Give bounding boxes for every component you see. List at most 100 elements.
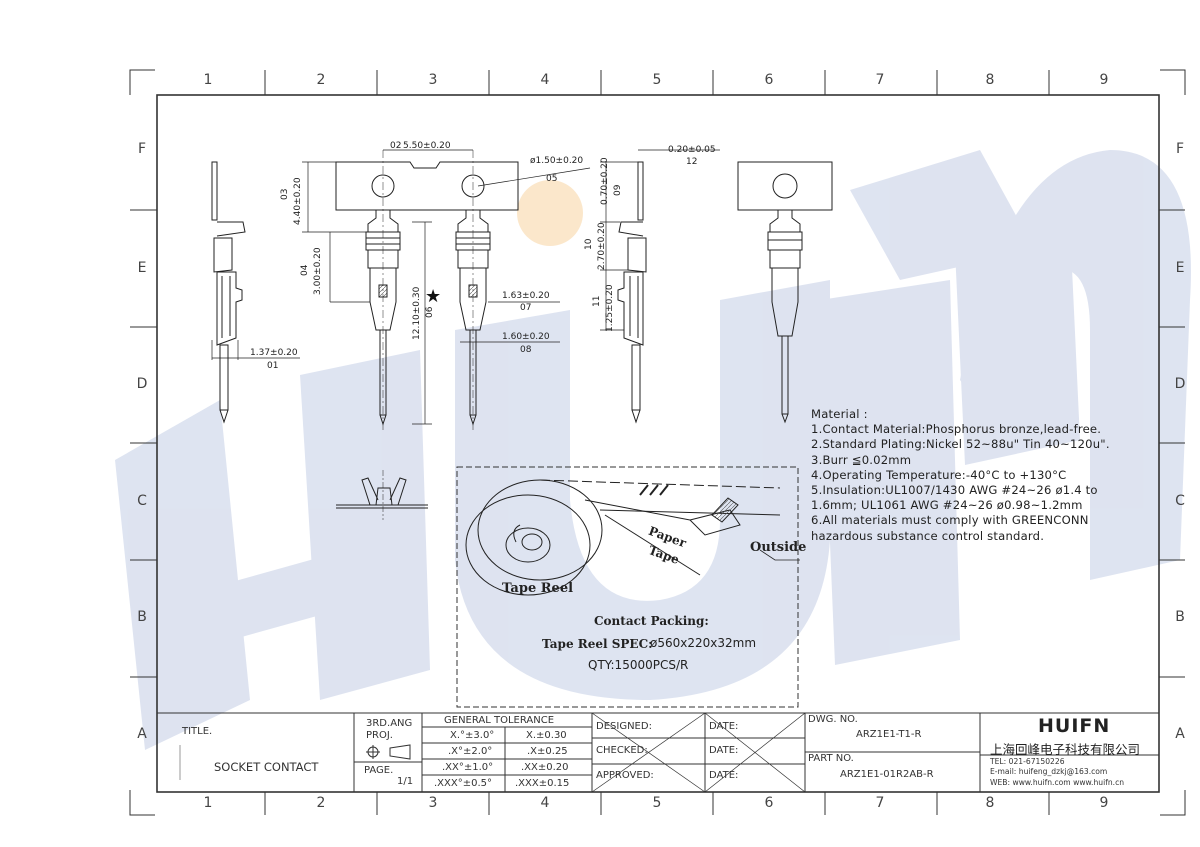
note-line: 5.Insulation:UL1007/1430 AWG #24~26 ø1.4… bbox=[811, 483, 1098, 498]
material-notes: Material : 1.Contact Material:Phosphorus… bbox=[811, 407, 1110, 544]
dwg-no-value: ARZ1E1-T1-R bbox=[856, 729, 922, 740]
tape-reel-label: Tape Reel bbox=[502, 581, 574, 596]
zone-col-3: 3 bbox=[428, 72, 438, 88]
dim-12: 0.20±0.05 bbox=[668, 145, 716, 155]
balloon-02: 02 bbox=[390, 141, 402, 151]
zone-col-9-bottom: 9 bbox=[1099, 795, 1109, 811]
balloon-04: 04 bbox=[300, 264, 310, 276]
tol-linear-3: .XXX±0.15 bbox=[515, 778, 570, 789]
zone-row-d-right: D bbox=[1174, 376, 1186, 392]
note-line: 1.Contact Material:Phosphorus bronze,lea… bbox=[811, 422, 1102, 437]
end-view bbox=[336, 470, 428, 520]
dim-09: 0.70±0.20 bbox=[600, 157, 610, 205]
tol-linear-0: X.±0.30 bbox=[526, 730, 567, 741]
watermark-dot bbox=[517, 180, 583, 246]
zone-col-7-bottom: 7 bbox=[875, 795, 885, 811]
dim-08: 1.60±0.20 bbox=[502, 332, 550, 342]
note-line: 1.6mm; UL1061 AWG #24~26 ø0.98~1.2mm bbox=[811, 498, 1083, 513]
contact-packing-title: Contact Packing: bbox=[594, 614, 709, 628]
zone-col-5: 5 bbox=[652, 72, 662, 88]
packing-qty: QTY:15000PCS/R bbox=[588, 658, 689, 672]
balloon-07: 07 bbox=[520, 303, 532, 313]
side-view-left bbox=[211, 161, 300, 424]
balloon-05: 05 bbox=[546, 174, 558, 184]
balloon-12: 12 bbox=[686, 157, 698, 167]
star-mark: ★ bbox=[425, 286, 441, 307]
dim-04: 3.00±0.20 bbox=[313, 247, 323, 295]
tol-linear-1: .X±0.25 bbox=[527, 746, 568, 757]
dim-10: 2.70±0.20 bbox=[597, 222, 607, 270]
zone-col-1: 1 bbox=[203, 72, 213, 88]
zone-row-e: E bbox=[137, 260, 147, 276]
tape-reel-spec-value: ø560x220x32mm bbox=[650, 636, 757, 650]
zone-col-6: 6 bbox=[764, 72, 774, 88]
page-value: 1/1 bbox=[397, 776, 414, 787]
watermark-graphic bbox=[115, 150, 1191, 750]
notes-heading: Material : bbox=[811, 407, 868, 421]
outside-label: Outside bbox=[750, 540, 807, 555]
zone-row-e-right: E bbox=[1175, 260, 1185, 276]
company-tel: TEL: 021-67150226 bbox=[990, 757, 1065, 766]
tol-angle-3: .XXX°±0.5° bbox=[434, 778, 493, 789]
zone-col-8-bottom: 8 bbox=[985, 795, 995, 811]
tol-angle-2: .XX°±1.0° bbox=[442, 762, 494, 773]
dim-02: 5.50±0.20 bbox=[403, 141, 451, 151]
packing-frame bbox=[456, 466, 799, 708]
note-line: 3.Burr ≦0.02mm bbox=[811, 452, 912, 467]
zone-row-a-right: A bbox=[1175, 726, 1185, 742]
zone-col-9: 9 bbox=[1099, 72, 1109, 88]
note-line: 2.Standard Plating:Nickel 52~88u" Tin 40… bbox=[811, 437, 1110, 452]
zone-row-f-right: F bbox=[1175, 141, 1185, 157]
balloon-10: 10 bbox=[584, 238, 594, 250]
dim-07: 1.63±0.20 bbox=[502, 291, 550, 301]
tolerance-header: GENERAL TOLERANCE bbox=[444, 715, 555, 726]
zone-col-1-bottom: 1 bbox=[203, 795, 213, 811]
company-web: WEB: www.huifn.com www.huifn.cn bbox=[990, 778, 1125, 787]
zone-row-d: D bbox=[136, 376, 148, 392]
front-view-carrier bbox=[335, 150, 519, 430]
note-line: 4.Operating Temperature:-40°C to +130°C bbox=[811, 467, 1067, 482]
zone-col-4: 4 bbox=[540, 72, 550, 88]
company-name: 上海回峰电子科技有限公司 bbox=[990, 742, 1141, 757]
title-block-lines bbox=[157, 712, 1159, 793]
zone-row-b: B bbox=[137, 609, 147, 625]
company-email: E-mail: huifeng_dzkj@163.com bbox=[990, 767, 1108, 776]
checked-label: CHECKED: bbox=[596, 745, 648, 756]
designed-label: DESIGNED: bbox=[596, 721, 652, 732]
proj-label-2: PROJ. bbox=[366, 730, 393, 741]
balloon-09: 09 bbox=[613, 184, 623, 196]
date-label-1: DATE: bbox=[709, 721, 739, 732]
tape-reel-graphic bbox=[465, 479, 800, 596]
dim-03: 4.40±0.20 bbox=[293, 177, 303, 225]
dim-11: 1.25±0.20 bbox=[605, 284, 615, 332]
zone-col-2: 2 bbox=[316, 72, 326, 88]
back-view bbox=[737, 161, 833, 424]
tol-angle-0: X.°±3.0° bbox=[450, 730, 495, 741]
zone-col-7: 7 bbox=[875, 72, 885, 88]
title-value: SOCKET CONTACT bbox=[214, 760, 319, 774]
part-no-value: ARZ1E1-01R2AB-R bbox=[840, 769, 934, 780]
zone-row-f: F bbox=[137, 141, 147, 157]
zone-col-5-bottom: 5 bbox=[652, 795, 662, 811]
zone-row-c-right: C bbox=[1175, 493, 1185, 509]
balloon-01: 01 bbox=[267, 361, 279, 371]
date-label-3: DATE: bbox=[709, 770, 739, 781]
zone-col-4-bottom: 4 bbox=[540, 795, 550, 811]
title-label: TITLE. bbox=[182, 726, 213, 737]
zone-col-2-bottom: 2 bbox=[316, 795, 326, 811]
balloon-08: 08 bbox=[520, 345, 532, 355]
zone-row-c: C bbox=[137, 493, 147, 509]
sheet-frame bbox=[129, 69, 1186, 816]
dim-05: ø1.50±0.20 bbox=[530, 156, 584, 166]
page-label: PAGE. bbox=[364, 765, 394, 776]
dim-01: 1.37±0.20 bbox=[250, 348, 298, 358]
zone-col-3-bottom: 3 bbox=[428, 795, 438, 811]
note-line: 6.All materials must comply with GREENCO… bbox=[811, 513, 1089, 528]
dim-06: 12.10±0.30 bbox=[412, 286, 422, 340]
side-view-right bbox=[600, 149, 720, 424]
brand-logo: HUIFN bbox=[1038, 715, 1111, 737]
tol-linear-2: .XX±0.20 bbox=[521, 762, 569, 773]
balloon-03: 03 bbox=[280, 188, 290, 200]
